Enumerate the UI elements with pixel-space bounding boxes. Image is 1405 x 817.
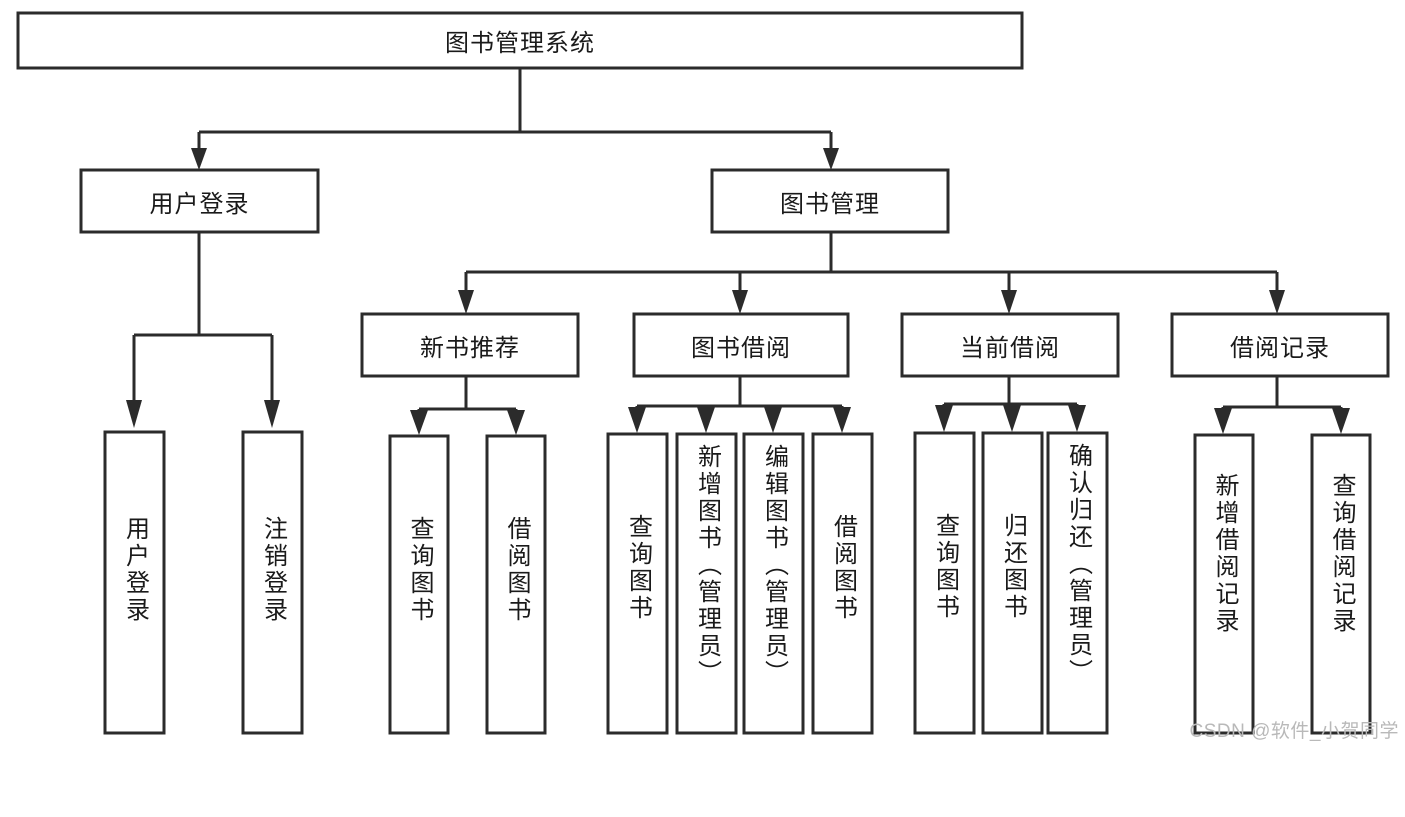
arrow-head-book-manage [823, 148, 839, 170]
arrow-head-leaf-borrow-book-2 [833, 407, 851, 433]
diagram-canvas [16, 11, 1390, 735]
node-box-leaf-borrow-book-1[interactable] [485, 434, 547, 735]
node-box-current-borrow[interactable] [900, 312, 1120, 378]
arrow-head-leaf-confirm-return [1068, 405, 1086, 432]
edges-new-book-recommend-to-leaves [410, 376, 525, 435]
arrow-head-book-borrow [732, 290, 748, 314]
edges-borrow-record-to-leaves [1214, 376, 1350, 434]
arrow-head-borrow-record [1269, 290, 1285, 314]
arrow-head-leaf-borrow-book-1 [507, 410, 525, 435]
node-box-leaf-query-book-1[interactable] [388, 434, 450, 735]
node-box-leaf-return-book[interactable] [981, 431, 1044, 735]
edges-book-borrow-to-leaves [628, 376, 851, 433]
arrow-head-leaf-add-record [1214, 408, 1232, 434]
arrow-head-leaf-user-logout [264, 400, 280, 428]
node-box-leaf-user-login[interactable] [103, 430, 166, 735]
node-box-leaf-add-record[interactable] [1193, 433, 1255, 735]
node-box-leaf-query-book-3[interactable] [913, 431, 976, 735]
arrow-head-leaf-query-record [1332, 408, 1350, 434]
functional-structure-diagram: 图书管理系统 用户登录 图书管理 新书推荐 图书借阅 当前借阅 借阅记录 用户登… [16, 11, 1399, 742]
node-box-borrow-record[interactable] [1170, 312, 1390, 378]
node-box-root[interactable] [16, 11, 1024, 70]
node-box-user-login[interactable] [79, 168, 320, 234]
node-box-leaf-query-book-2[interactable] [606, 432, 669, 735]
node-box-leaf-query-record[interactable] [1310, 433, 1372, 735]
arrow-head-new-book-recommend [458, 290, 474, 314]
edges-book-manage-to-level3 [458, 232, 1285, 314]
node-box-leaf-edit-book[interactable] [742, 432, 805, 735]
node-box-leaf-add-book[interactable] [675, 432, 738, 735]
arrow-head-leaf-query-book-1 [410, 410, 428, 435]
node-box-book-manage[interactable] [710, 168, 950, 234]
node-box-leaf-user-logout[interactable] [241, 430, 304, 735]
node-box-leaf-borrow-book-2[interactable] [811, 432, 874, 735]
csdn-watermark: CSDN @软件_小贺同学 [1189, 721, 1399, 742]
edges-root-to-level2 [191, 68, 839, 170]
node-box-leaf-confirm-return[interactable] [1046, 431, 1109, 735]
arrow-head-leaf-query-book-3 [935, 405, 953, 432]
edges-user-login-to-leaves [126, 232, 280, 428]
edges-current-borrow-to-leaves [935, 376, 1086, 432]
arrow-head-current-borrow [1001, 290, 1017, 314]
node-box-new-book-recommend[interactable] [360, 312, 580, 378]
arrow-head-user-login [191, 148, 207, 170]
node-box-book-borrow[interactable] [632, 312, 850, 378]
arrow-head-leaf-add-book [697, 407, 715, 433]
arrow-head-leaf-edit-book [764, 407, 782, 433]
arrow-head-leaf-query-book-2 [628, 407, 646, 433]
arrow-head-leaf-return-book [1003, 405, 1021, 432]
arrow-head-leaf-user-login [126, 400, 142, 428]
